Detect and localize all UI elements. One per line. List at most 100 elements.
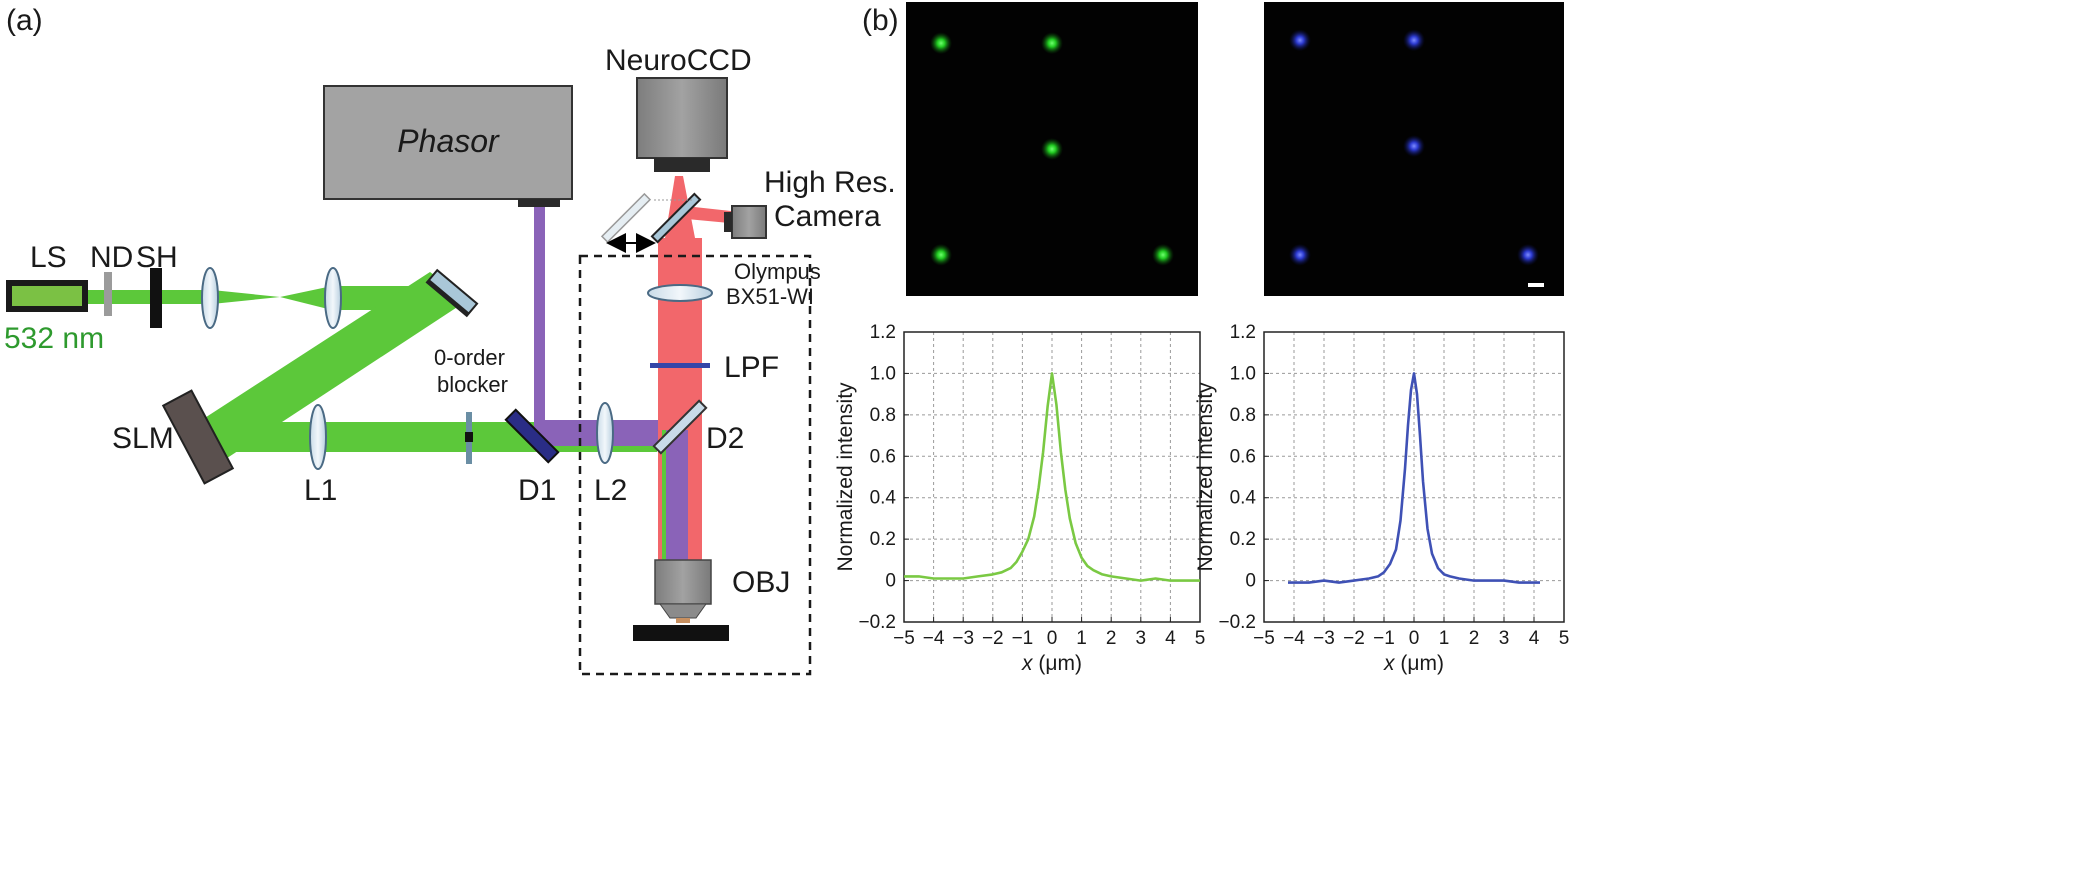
d1-label: D1 [518,474,556,507]
x-tick-label: 5 [1559,628,1570,649]
x-tick-label: 1 [1076,628,1087,649]
neuroccd-camera [636,77,728,159]
l1-label: L1 [304,474,337,507]
phasor-label: Phasor [397,123,500,159]
intensity-profile-line [1288,372,1540,584]
x-tick-label: −2 [1343,628,1365,649]
nd-label: ND [90,241,133,274]
fluorescence-spot [1289,243,1311,266]
y-tick-label: −0.2 [1218,612,1256,633]
tube-lens [647,284,713,302]
y-tick-label: 1.2 [1230,322,1256,343]
y-tick-label: 0.4 [870,488,897,509]
fold-mirror [425,268,479,318]
y-axis-label: Normalized intensity [834,382,857,572]
d2-label: D2 [706,422,744,455]
x-tick-label: 2 [1106,628,1117,649]
laser-label: LS [30,241,67,274]
y-tick-label: 1.2 [870,322,896,343]
scale-bar [1528,283,1544,287]
fluorescence-spot [1041,32,1063,55]
x-axis-label: x (μm) [1383,652,1444,675]
x-tick-label: −2 [982,628,1004,649]
fluorescence-spot [1041,138,1063,160]
blocker-label-1: 0-order [434,345,505,370]
panel-a-label: (a) [6,4,43,37]
x-tick-label: −3 [1313,628,1335,649]
purple-beam-down [666,430,688,560]
fluorescence-spot [930,243,953,266]
camera-label-1: High Res. [764,166,896,199]
sample-stage [633,625,729,641]
y-tick-label: −0.2 [858,612,896,633]
lens-l1 [309,404,327,470]
y-tick-label: 0.6 [1230,446,1256,467]
y-tick-label: 0.8 [870,405,896,426]
panel-a-setup: (a) LS 532 nm [4,4,896,676]
x-tick-label: −3 [952,628,974,649]
fluorescence-spot [1517,243,1539,266]
x-tick-label: 4 [1529,628,1540,649]
long-pass-filter [650,363,710,368]
fluorescence-spot [930,32,953,55]
x-tick-label: −4 [1283,628,1305,649]
objective [654,559,712,605]
wavelength-label: 532 nm [4,322,104,355]
l2-label: L2 [594,474,627,507]
green-edge [662,430,666,560]
fluorescence-spot [1151,243,1174,266]
microscope-label-2: BX51-WI [726,284,814,309]
y-tick-label: 0 [1245,571,1256,592]
x-tick-label: −1 [1012,628,1034,649]
flip-mirror-ghost [600,192,652,244]
x-tick-label: 2 [1469,628,1480,649]
y-tick-label: 0 [885,571,896,592]
y-tick-label: 0.4 [1230,488,1257,509]
lpf-label: LPF [724,351,779,384]
high-res-camera [731,205,767,239]
y-tick-label: 1.0 [870,363,896,384]
dichroic-d2 [652,399,708,455]
fluorescence-spot [1403,135,1425,158]
nd-filter [104,272,112,316]
panel-b-label: (b) [862,4,899,37]
intensity-profile-line [904,372,1200,582]
obj-label: OBJ [732,566,790,599]
x-axis-label: x (μm) [1021,652,1082,675]
phasor-port [518,199,560,207]
microscope-box [578,254,812,676]
x-tick-label: −5 [1253,628,1275,649]
y-tick-label: 0.2 [1230,529,1256,550]
y-tick-label: 1.0 [1230,363,1256,384]
slm-label: SLM [112,422,174,455]
x-tick-label: 3 [1499,628,1510,649]
shutter [150,268,162,328]
x-tick-label: −5 [893,628,915,649]
lens-1 [201,267,219,329]
x-tick-label: 0 [1409,628,1420,649]
x-tick-label: −1 [1373,628,1395,649]
x-tick-label: 3 [1136,628,1147,649]
spots-green [930,32,1174,266]
lens-2 [324,267,342,329]
dichroic-d1 [504,408,560,464]
x-tick-label: 1 [1439,628,1450,649]
x-tick-label: 4 [1165,628,1176,649]
phasor-box [323,85,573,200]
y-axis-label: Normalized intensity [1194,382,1217,572]
fluorescence-spot [1289,29,1311,52]
blocker-label-2: blocker [437,372,508,397]
x-tick-label: 5 [1195,628,1206,649]
neuroccd-label: NeuroCCD [605,44,752,77]
y-tick-label: 0.2 [870,529,896,550]
y-tick-label: 0.6 [870,446,896,467]
spots-blue [1289,29,1539,266]
camera-label-2: Camera [774,200,881,233]
shutter-label: SH [136,241,178,274]
slm [161,389,235,485]
x-tick-label: −4 [923,628,945,649]
